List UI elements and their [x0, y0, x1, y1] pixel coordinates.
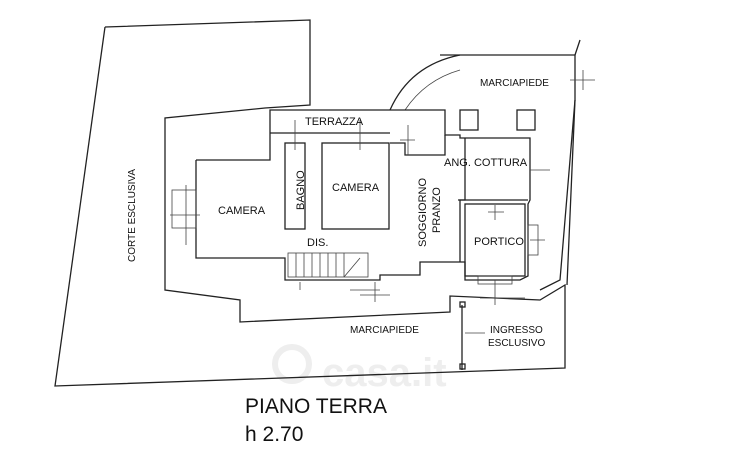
plan-height: h 2.70 [245, 423, 303, 446]
gate-post [459, 363, 466, 370]
label-esclusivo: ESCLUSIVO [488, 338, 545, 349]
boundary-line [574, 39, 581, 56]
soggiorno-wall [390, 135, 446, 156]
watermark-logo: casa.it [272, 344, 447, 395]
lot-boundary [54, 19, 566, 387]
label-portico: PORTICO [474, 236, 524, 248]
pillar [516, 109, 536, 131]
label-terrazza: TERRAZZA [305, 116, 364, 128]
building-wall [195, 109, 531, 281]
label-soggiorno: SOGGIORNO [417, 177, 429, 247]
label-bagno: BAGNO [295, 170, 307, 210]
arrow-markers [170, 70, 595, 334]
label-camera-mid: CAMERA [332, 182, 380, 194]
label-marciapiede-bottom: MARCIAPIEDE [350, 325, 419, 336]
curved-path [539, 99, 576, 291]
lot-boundary-right [440, 54, 576, 286]
window [171, 189, 197, 229]
label-marciapiede-top: MARCIAPIEDE [480, 78, 549, 89]
label-dis: DIS. [307, 237, 328, 249]
label-camera-left: CAMERA [218, 205, 266, 217]
camera-walls [321, 142, 390, 230]
label-pranzo: PRANZO [431, 187, 443, 233]
label-ingresso: INGRESSO [490, 325, 543, 336]
pillar [459, 109, 479, 131]
curved-wall [389, 54, 461, 111]
curved-step [404, 69, 461, 111]
plan-title: PIANO TERRA [245, 395, 387, 418]
label-corte-esclusiva: CORTE ESCLUSIVA [127, 169, 138, 262]
label-ang-cottura: ANG. COTTURA [444, 157, 528, 169]
staircase [287, 252, 369, 278]
gate-post [459, 301, 466, 308]
